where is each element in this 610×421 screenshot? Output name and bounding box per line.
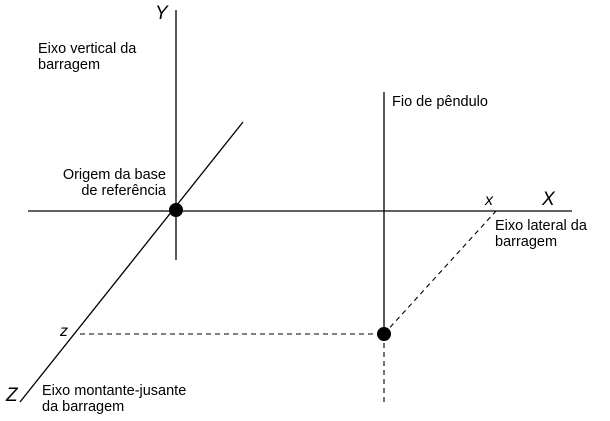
vertical-axis-label-line-1: Eixo vertical da (38, 41, 137, 57)
lateral-axis-label-line-2: barragem (495, 234, 558, 250)
origin-label-line-2: de referência (81, 183, 166, 199)
z-coordinate-letter: z (60, 323, 68, 340)
x-projection-dashed-line (383, 210, 497, 335)
upstream-downstream-axis-label-line-2: da barragem (42, 399, 125, 415)
vertical-axis-label-line-2: barragem (38, 57, 101, 73)
origin-label: Origem da base de referência (30, 167, 166, 199)
pendulum-wire-label: Fio de pêndulo (392, 94, 488, 110)
upstream-downstream-axis-label-line-1: Eixo montante-jusante (42, 383, 187, 399)
lateral-axis-label-line-1: Eixo lateral da (495, 218, 587, 234)
origin-label-line-1: Origem da base (62, 167, 166, 183)
x-coordinate-letter: x (485, 192, 493, 209)
z-axis-letter: Z (6, 385, 18, 406)
vertical-axis-label: Eixo vertical da barragem (38, 41, 136, 73)
z-axis-line (19, 121, 244, 403)
origin-point (169, 203, 183, 217)
lateral-axis-label: Eixo lateral da barragem (495, 218, 587, 250)
pendulum-point (377, 327, 391, 341)
x-axis-letter: X (542, 189, 555, 210)
y-axis-letter: Y (155, 3, 168, 24)
upstream-downstream-axis-label: Eixo montante-jusante da barragem (42, 383, 186, 415)
